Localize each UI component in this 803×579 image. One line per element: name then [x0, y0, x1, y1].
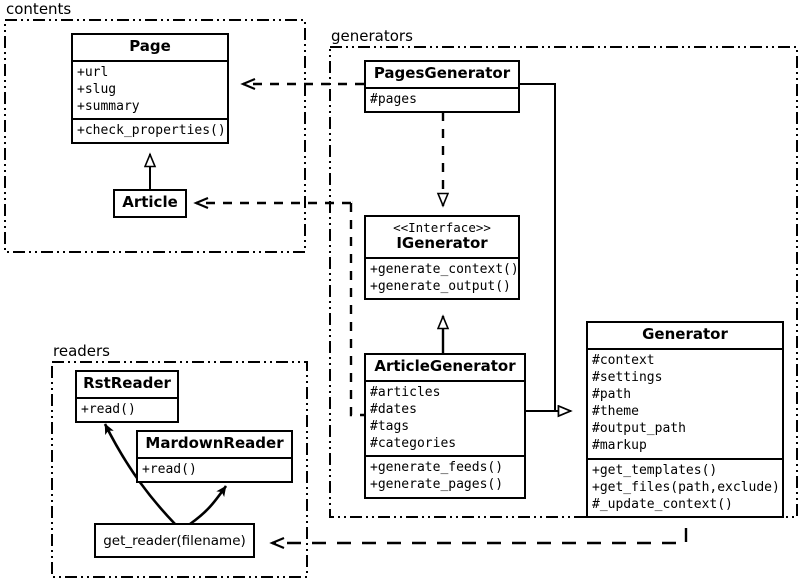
- class-attributes-pagesgenerator: #pages: [366, 86, 518, 111]
- class-name-mardownreader: MardownReader: [145, 434, 284, 452]
- class-methods-rstreader: +read(): [77, 396, 177, 421]
- attribute-row: #tags: [370, 419, 410, 434]
- class-methods-articlegenerator: +generate_feeds() +generate_pages(): [366, 455, 524, 496]
- class-name-pagesgenerator: PagesGenerator: [373, 64, 511, 82]
- attribute-row: #categories: [370, 436, 457, 452]
- class-box-rstreader[interactable]: RstReader +read(): [75, 370, 179, 423]
- method-row: +read(): [142, 461, 197, 477]
- function-node-label: get_reader(filename): [103, 532, 246, 549]
- attribute-row: #articles: [370, 384, 441, 400]
- edge-articlegenerator-depends-article: [193, 197, 364, 417]
- package-label-contents: contents: [6, 0, 72, 18]
- method-row: +read(): [81, 401, 136, 417]
- edge-getreader-uses-mardownreader: [189, 485, 228, 526]
- edge-pagesgenerator-inherits-generator: [520, 83, 571, 411]
- class-box-page[interactable]: Page +url +slug +summary +check_properti…: [71, 33, 229, 145]
- attribute-row: +slug: [77, 81, 117, 97]
- class-attributes-generator: #context #settings #path #theme #output_…: [588, 347, 782, 458]
- class-name-article: Article: [122, 193, 178, 211]
- package-label-generators: generators: [331, 27, 413, 45]
- class-box-mardownreader[interactable]: MardownReader +read(): [136, 430, 293, 483]
- class-methods-generator: +get_templates() +get_files(path,exclude…: [588, 457, 782, 516]
- method-row: +generate_output(): [370, 278, 511, 294]
- class-box-article[interactable]: Article: [113, 189, 187, 218]
- package-label-readers: readers: [53, 342, 110, 360]
- class-name-generator: Generator: [642, 325, 728, 343]
- attribute-row: #pages: [370, 91, 417, 107]
- method-row: +check_properties(): [77, 123, 226, 139]
- attribute-row: #theme: [592, 404, 639, 420]
- function-node-get-reader[interactable]: get_reader(filename): [94, 523, 255, 558]
- attribute-row: +summary: [77, 99, 140, 114]
- attribute-row: #context: [592, 352, 655, 368]
- class-methods-page: +check_properties(): [73, 118, 227, 142]
- class-methods-igenerator: +generate_context() +generate_output(): [366, 256, 519, 298]
- method-row: +get_templates(): [592, 462, 718, 478]
- class-attributes-page: +url +slug +summary: [73, 59, 227, 118]
- class-name-rstreader: RstReader: [83, 374, 171, 392]
- method-row: +generate_feeds(): [370, 460, 504, 476]
- class-box-pagesgenerator[interactable]: PagesGenerator #pages: [364, 60, 520, 113]
- attribute-row: #markup: [592, 438, 647, 454]
- package-frame-generators: [329, 46, 798, 518]
- attribute-row: #path: [592, 387, 632, 402]
- method-row: #_update_context(): [592, 496, 733, 512]
- class-box-igenerator[interactable]: <<Interface>> IGenerator +generate_conte…: [364, 215, 520, 300]
- attribute-row: +url: [77, 64, 109, 80]
- attribute-row: #settings: [592, 369, 663, 385]
- attribute-row: #output_path: [592, 421, 686, 437]
- class-name-page: Page: [129, 37, 171, 55]
- method-row: +get_files(path,exclude): [592, 479, 780, 495]
- class-box-articlegenerator[interactable]: ArticleGenerator #articles #dates #tags …: [364, 353, 526, 499]
- class-name-igenerator: <<Interface>> IGenerator: [366, 217, 518, 257]
- class-attributes-articlegenerator: #articles #dates #tags #categories: [366, 379, 524, 456]
- class-box-generator[interactable]: Generator #context #settings #path #them…: [586, 321, 784, 519]
- method-row: +generate_context(): [370, 261, 519, 277]
- method-row: +generate_pages(): [370, 477, 504, 493]
- class-stereotype-igenerator: <<Interface>>: [393, 220, 491, 235]
- class-name-articlegenerator: ArticleGenerator: [374, 357, 516, 375]
- class-name-text-igenerator: IGenerator: [396, 234, 488, 252]
- package-frame-contents: [4, 19, 306, 253]
- package-frame-readers: [51, 361, 308, 578]
- class-methods-mardownreader: +read(): [138, 456, 291, 481]
- attribute-row: #dates: [370, 401, 417, 417]
